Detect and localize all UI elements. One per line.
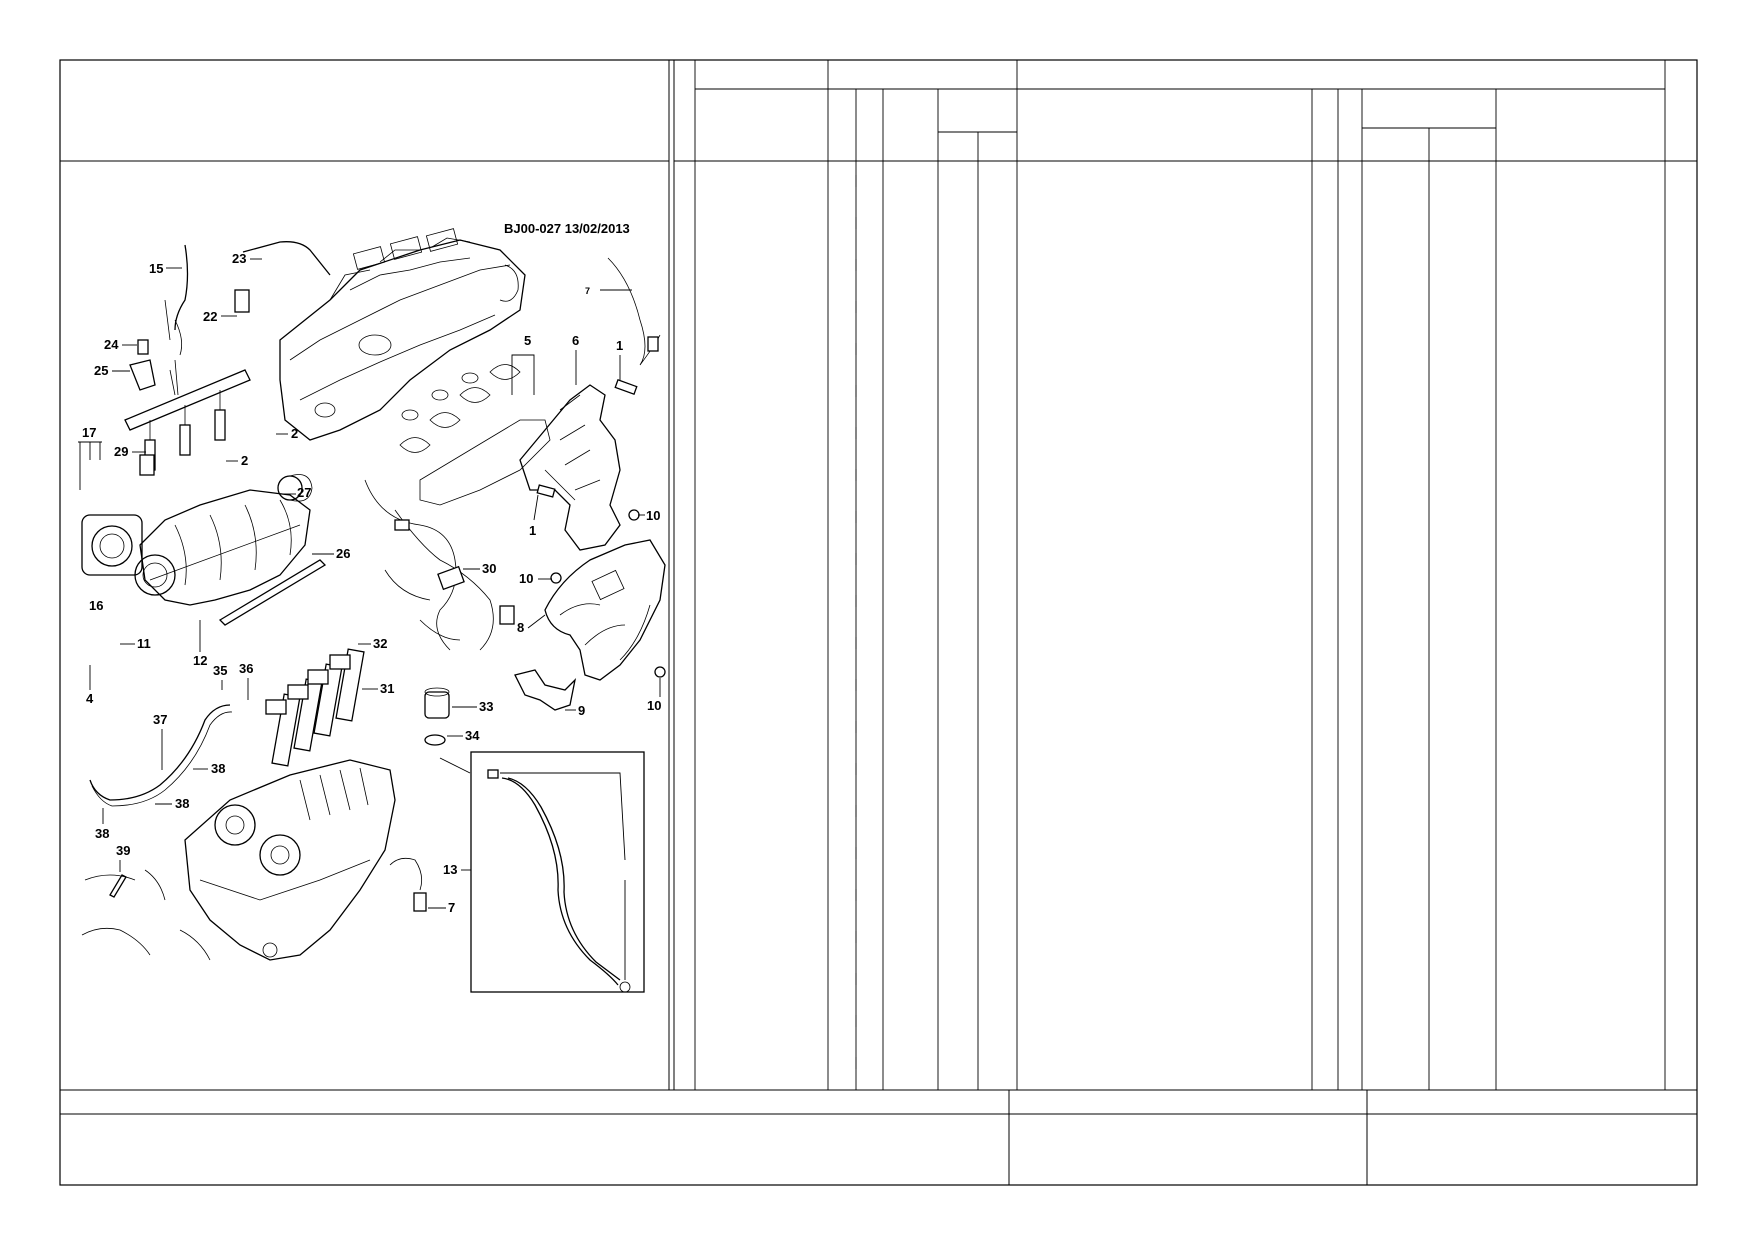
engine-block-art (179, 759, 396, 961)
heat-shield-art (544, 539, 666, 681)
svg-text:2: 2 (241, 453, 248, 468)
svg-text:7: 7 (585, 286, 590, 296)
svg-text:10: 10 (646, 508, 660, 523)
wiring-harness-art (364, 479, 515, 651)
svg-text:16: 16 (89, 598, 103, 613)
lower-left-art (81, 869, 166, 956)
callout-labels: 15 23 22 24 25 17 29 2 2 (78, 251, 661, 915)
svg-text:38: 38 (175, 796, 189, 811)
page-grid (59, 59, 1698, 1186)
svg-text:4: 4 (86, 691, 94, 706)
hose-art (89, 704, 231, 801)
svg-text:35: 35 (213, 663, 227, 678)
ignition-coils-art (265, 648, 365, 767)
detail-inset (439, 751, 645, 993)
svg-text:38: 38 (211, 761, 225, 776)
throttle-body-art (81, 514, 176, 596)
svg-text:12: 12 (193, 653, 207, 668)
svg-text:8: 8 (517, 620, 524, 635)
svg-text:13: 13 (443, 862, 457, 877)
sensor-art (277, 474, 313, 502)
svg-text:10: 10 (647, 698, 661, 713)
exhaust-gasket-art (419, 419, 551, 506)
svg-text:17: 17 (82, 425, 96, 440)
bolts-art (536, 378, 666, 678)
exhaust-manifold-art (519, 384, 621, 551)
svg-text:31: 31 (380, 681, 394, 696)
svg-text:30: 30 (482, 561, 496, 576)
svg-text:1: 1 (529, 523, 536, 538)
svg-text:10: 10 (519, 571, 533, 586)
hose-art-inner (91, 711, 233, 807)
svg-text:25: 25 (94, 363, 108, 378)
valve-art (424, 687, 450, 746)
oxygen-sensor-plug-art (647, 336, 659, 352)
cylinder-head-art (279, 228, 526, 453)
bracket-art (514, 669, 577, 711)
svg-text:34: 34 (465, 728, 480, 743)
svg-text:38: 38 (95, 826, 109, 841)
pin-art (109, 874, 127, 898)
small-parts-art (129, 241, 331, 391)
illustration-reference: BJ00-027 13/02/2013 (504, 221, 630, 236)
exploded-parts-diagram: BJ00-027 13/02/2013 (78, 221, 666, 993)
svg-text:6: 6 (572, 333, 579, 348)
svg-text:9: 9 (578, 703, 585, 718)
svg-text:24: 24 (104, 337, 119, 352)
fuel-rail-art (124, 359, 251, 476)
svg-text:11: 11 (137, 636, 151, 651)
svg-text:27: 27 (297, 485, 311, 500)
svg-text:22: 22 (203, 309, 217, 324)
svg-text:5: 5 (524, 333, 531, 348)
svg-text:32: 32 (373, 636, 387, 651)
svg-text:37: 37 (153, 712, 167, 727)
svg-text:7: 7 (448, 900, 455, 915)
svg-text:36: 36 (239, 661, 253, 676)
svg-text:29: 29 (114, 444, 128, 459)
svg-text:26: 26 (336, 546, 350, 561)
svg-text:33: 33 (479, 699, 493, 714)
svg-text:2: 2 (291, 426, 298, 441)
svg-text:39: 39 (116, 843, 130, 858)
svg-text:1: 1 (616, 338, 623, 353)
intake-manifold-art (139, 489, 327, 626)
svg-text:15: 15 (149, 261, 163, 276)
cam-sensor-body-art (413, 892, 427, 912)
svg-text:23: 23 (232, 251, 246, 266)
cam-sensor-art (389, 857, 423, 891)
